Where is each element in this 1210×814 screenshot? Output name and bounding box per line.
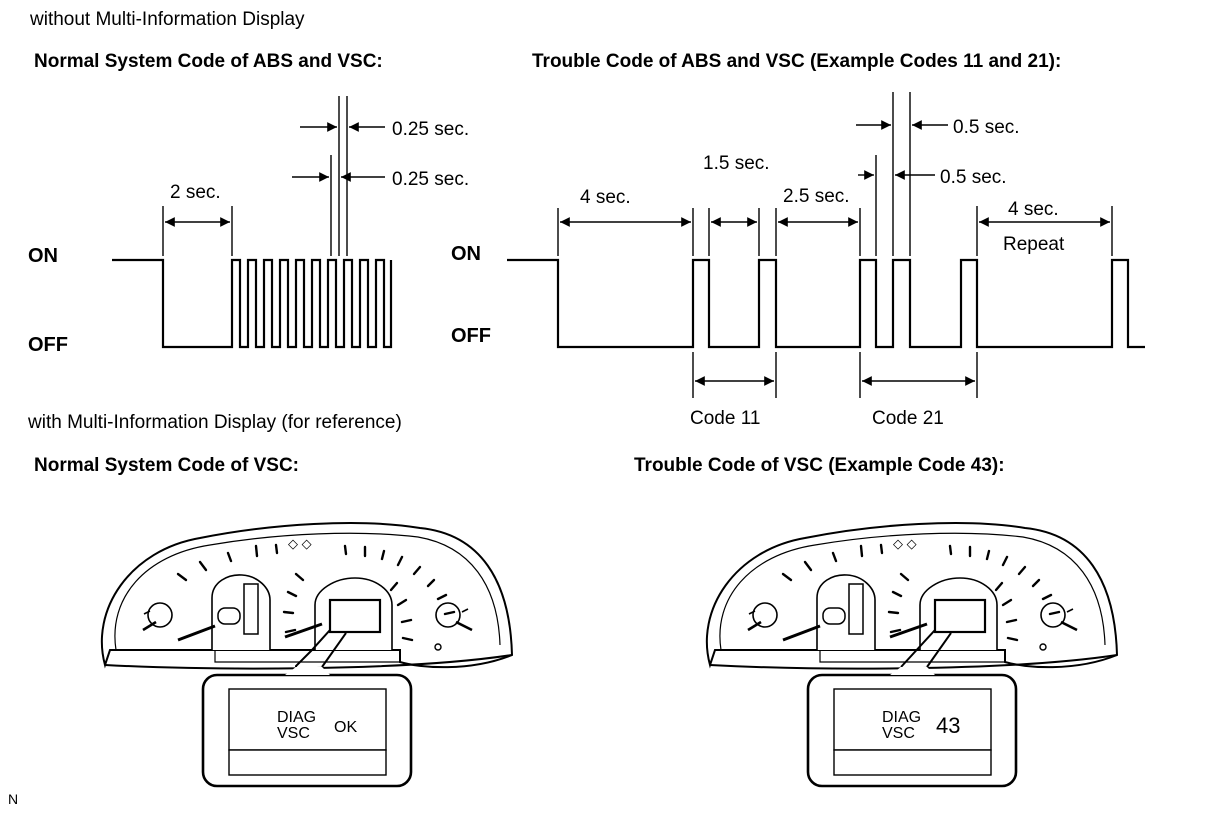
left-display-diag: DIAG (277, 709, 316, 726)
normal-abs-vsc-title: Normal System Code of ABS and VSC: (34, 51, 383, 72)
section-label-without-mid: without Multi-Information Display (30, 9, 305, 30)
normal-on-label: ON (28, 245, 58, 267)
code11-label: Code 11 (690, 408, 760, 429)
section-label-with-mid: with Multi-Information Display (for refe… (28, 412, 402, 433)
code21-label: Code 21 (872, 408, 944, 429)
dim-025-top-label: 0.25 sec. (392, 119, 469, 140)
right-display-vsc: VSC (882, 725, 915, 742)
trouble-off-label: OFF (451, 325, 491, 347)
trouble-vsc-title: Trouble Code of VSC (Example Code 43): (634, 455, 1005, 476)
callout-right (806, 629, 1018, 788)
corner-mark: N (8, 791, 19, 807)
trouble-waveform (507, 92, 1145, 398)
svg-text:◇ ◇: ◇ ◇ (893, 536, 917, 551)
instrument-cluster-right: ◇ ◇ (705, 522, 1119, 670)
normal-vsc-title: Normal System Code of VSC: (34, 455, 299, 476)
normal-waveform (112, 96, 393, 349)
left-display-vsc: VSC (277, 725, 310, 742)
dim-05-top-label: 0.5 sec. (953, 117, 1020, 138)
svg-text:◇ ◇: ◇ ◇ (288, 536, 312, 551)
trouble-abs-vsc-title: Trouble Code of ABS and VSC (Example Cod… (532, 51, 1062, 72)
normal-off-label: OFF (28, 334, 68, 356)
trouble-on-label: ON (451, 243, 481, 265)
right-display-diag: DIAG (882, 709, 921, 726)
callout-left (201, 629, 413, 788)
left-display-ok: OK (334, 719, 357, 736)
dim-25sec-label: 2.5 sec. (783, 186, 850, 207)
dim-4sec-label: 4 sec. (580, 187, 631, 208)
repeat-label: Repeat (1003, 234, 1065, 255)
instrument-cluster-left: ◇ ◇ (100, 522, 514, 670)
dim-2sec-label: 2 sec. (170, 182, 221, 203)
dim-4sec-repeat-label: 4 sec. (1008, 199, 1059, 220)
right-display-43: 43 (936, 713, 960, 738)
dim-15sec-label: 1.5 sec. (703, 153, 770, 174)
dim-05-bottom-label: 0.5 sec. (940, 167, 1007, 188)
dim-025-bottom-label: 0.25 sec. (392, 169, 469, 190)
